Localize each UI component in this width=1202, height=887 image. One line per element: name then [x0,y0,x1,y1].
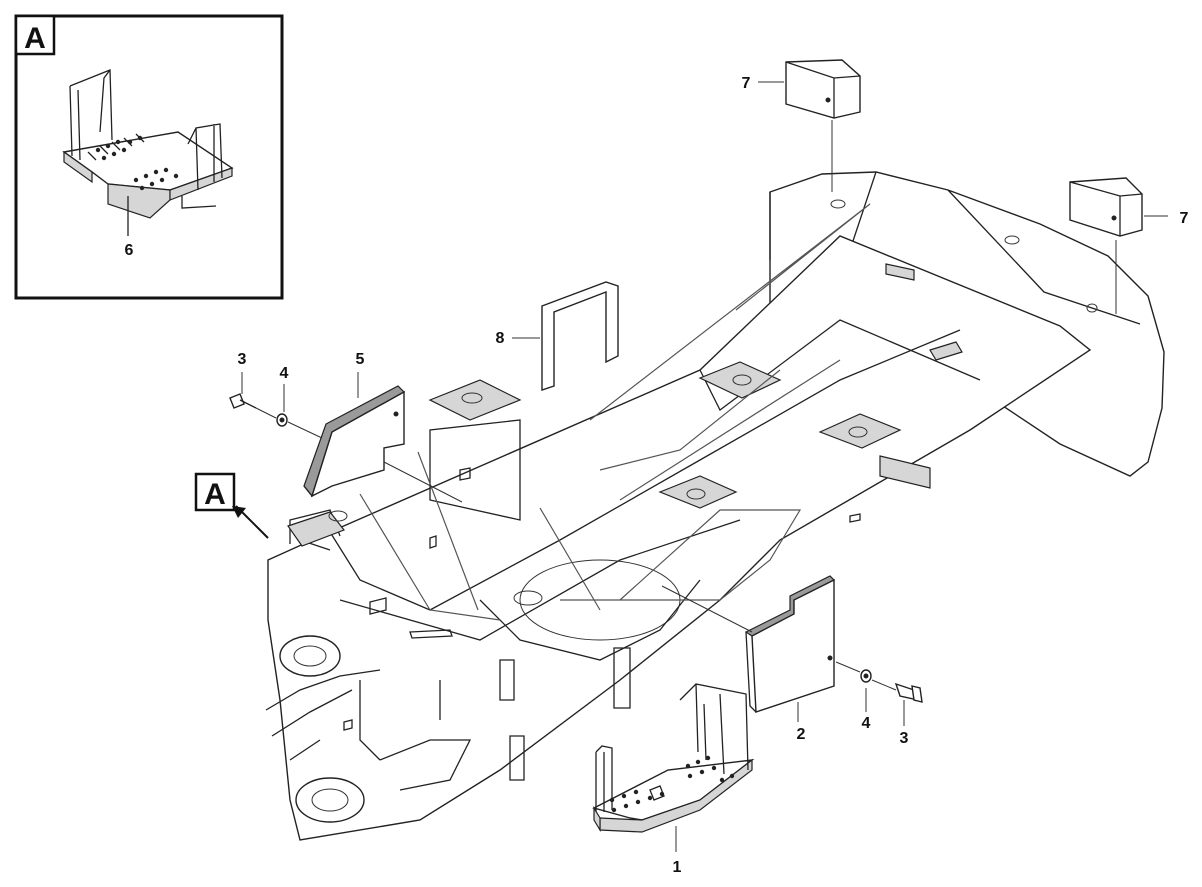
detail-part-label: 6 [125,242,134,259]
part-7-right [1069,177,1168,314]
callout-7-right: 7 [1180,210,1189,227]
part-3-bolt-left [229,372,257,409]
callout-1: 1 [673,859,682,876]
view-marker-letter: A [204,478,226,511]
detail-view-a: A 6 [14,14,284,300]
detail-view-letter: A [24,22,46,55]
callout-7-upper: 7 [742,75,751,92]
part-4-washer-left [255,384,323,439]
callout-3-right: 3 [900,730,909,747]
callout-3-left: 3 [238,351,247,368]
part-2-plate [661,575,836,722]
callout-4-left: 4 [280,365,289,382]
part-1-step [592,683,755,852]
part-3-bolt-right [894,682,923,726]
view-marker-a: A [194,472,269,539]
part-4-washer-right [835,661,897,712]
frame-assembly [265,171,1165,841]
detail-step [62,69,234,219]
callout-2: 2 [797,726,806,743]
part-5-plate [303,372,463,503]
part-7-upper [758,59,861,192]
callout-5: 5 [356,351,365,368]
callout-8: 8 [496,330,505,347]
callout-4-right: 4 [862,715,871,732]
part-8-handle [512,281,619,391]
